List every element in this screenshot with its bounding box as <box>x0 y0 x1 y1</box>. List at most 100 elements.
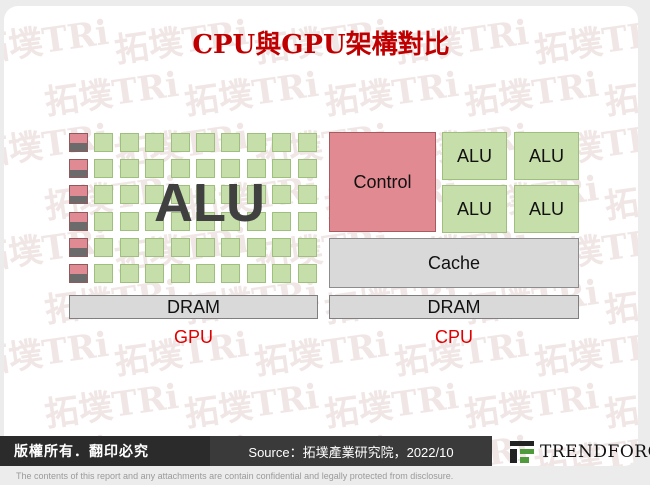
cpu-alu-label: ALU <box>528 145 564 166</box>
brand-name: TRENDFORCE <box>540 442 650 462</box>
gpu-alu-cell <box>119 264 139 283</box>
gpu-alu-cell <box>297 133 317 152</box>
gpu-alu-cell <box>246 237 266 257</box>
gpu-alu-cell <box>170 159 190 179</box>
cpu-alu-block: ALU <box>442 185 507 233</box>
gpu-alu-cell <box>221 211 241 231</box>
gpu-control-cache-cell <box>69 185 88 205</box>
watermark-text: 拓墣TRi <box>602 168 638 228</box>
gpu-alu-cell <box>297 237 317 257</box>
gpu-alu-cell <box>246 211 266 231</box>
gpu-control-cache-cell <box>69 264 88 283</box>
gpu-alu-cell <box>221 237 241 257</box>
watermark-text: 拓墣TRi <box>462 376 602 436</box>
gpu-alu-cell <box>145 133 165 152</box>
slide-title: CPU與GPU架構對比 <box>192 30 450 60</box>
gpu-alu-cell <box>272 211 292 231</box>
cpu-control-block: Control <box>329 132 436 232</box>
watermark-text: 拓墣TRi <box>462 64 602 124</box>
watermark-text: 拓墣TRi <box>182 376 322 436</box>
gpu-alu-cell <box>272 185 292 205</box>
gpu-alu-cell <box>145 237 165 257</box>
gpu-alu-cell <box>170 264 190 283</box>
gpu-alu-cell <box>119 211 139 231</box>
cpu-alu-label: ALU <box>456 145 492 166</box>
cpu-alu-block: ALU <box>442 132 507 180</box>
watermark-text: 拓墣TRi <box>602 64 638 124</box>
watermark-text: 拓墣TRi <box>602 272 638 332</box>
gpu-alu-cell <box>221 159 241 179</box>
gpu-alu-cell <box>297 159 317 179</box>
source-banner: Source：拓墣產業研究院，2022/10 <box>210 436 492 466</box>
watermark-text: 拓墣TRi <box>322 64 462 124</box>
gpu-alu-cell <box>145 211 165 231</box>
gpu-alu-cell <box>145 185 165 205</box>
gpu-alu-cell <box>221 185 241 205</box>
gpu-alu-cell <box>246 159 266 179</box>
gpu-alu-cell <box>221 133 241 152</box>
cpu-caption: CPU <box>434 327 473 347</box>
watermark-text: 拓墣TRi <box>42 376 182 436</box>
gpu-alu-cell <box>221 264 241 283</box>
gpu-alu-cell <box>297 264 317 283</box>
cpu-alu-label: ALU <box>456 198 492 219</box>
gpu-alu-cell <box>119 185 139 205</box>
gpu-control-cache-cell <box>69 133 88 152</box>
gpu-alu-cell <box>246 264 266 283</box>
gpu-alu-cell <box>297 211 317 231</box>
disclaimer-text: The contents of this report and any atta… <box>16 471 454 481</box>
gpu-alu-cell <box>94 185 114 205</box>
gpu-dram-block: DRAM <box>69 295 318 319</box>
copyright-banner: 版權所有．翻印必究 <box>0 436 210 466</box>
cpu-alu-block: ALU <box>514 185 579 233</box>
watermark-text: 拓墣TRi <box>322 376 462 436</box>
gpu-alu-cell <box>145 159 165 179</box>
cpu-cache-label: Cache <box>427 252 481 273</box>
gpu-alu-cell <box>196 211 215 231</box>
gpu-control-cache-cell <box>69 211 88 231</box>
gpu-alu-cell <box>272 159 292 179</box>
cpu-control-label: Control <box>353 171 412 192</box>
cpu-dram-block: DRAM <box>329 295 579 319</box>
gpu-alu-cell <box>94 211 114 231</box>
gpu-alu-cell <box>297 185 317 205</box>
gpu-alu-cell <box>170 237 190 257</box>
trendforce-logo-icon <box>510 441 534 463</box>
gpu-alu-cell <box>170 133 190 152</box>
gpu-alu-label: ALU <box>154 173 265 233</box>
gpu-alu-cell <box>246 185 266 205</box>
gpu-alu-cell <box>170 211 190 231</box>
gpu-alu-cell <box>94 237 114 257</box>
cpu-alu-block: ALU <box>514 132 579 180</box>
gpu-alu-cell <box>196 237 215 257</box>
gpu-alu-cell <box>272 264 292 283</box>
gpu-alu-cell <box>94 133 114 152</box>
gpu-caption: GPU <box>173 327 213 347</box>
trendforce-logo: TRENDFORCE <box>510 438 650 466</box>
watermark-text: 拓墣TRi <box>42 64 182 124</box>
gpu-alu-cell <box>196 185 215 205</box>
gpu-alu-cell <box>272 237 292 257</box>
gpu-alu-cell <box>119 159 139 179</box>
gpu-alu-cell <box>196 159 215 179</box>
gpu-control-cache-cell <box>69 237 88 257</box>
gpu-alu-cell <box>246 133 266 152</box>
gpu-alu-cell <box>119 237 139 257</box>
cpu-dram-label: DRAM <box>427 296 481 317</box>
gpu-alu-cell <box>145 264 165 283</box>
gpu-alu-cell <box>119 133 139 152</box>
watermark-text: 拓墣TRi <box>602 376 638 436</box>
gpu-alu-cell <box>170 185 190 205</box>
watermark-text: 拓墣TRi <box>182 64 322 124</box>
gpu-alu-cell <box>196 264 215 283</box>
gpu-control-cache-cell <box>69 159 88 179</box>
gpu-alu-cell <box>272 133 292 152</box>
gpu-alu-cell <box>94 264 114 283</box>
gpu-dram-label: DRAM <box>167 296 220 317</box>
gpu-alu-cell <box>94 159 114 179</box>
gpu-alu-cell <box>196 133 215 152</box>
cpu-cache-block: Cache <box>329 238 579 288</box>
cpu-alu-label: ALU <box>528 198 564 219</box>
